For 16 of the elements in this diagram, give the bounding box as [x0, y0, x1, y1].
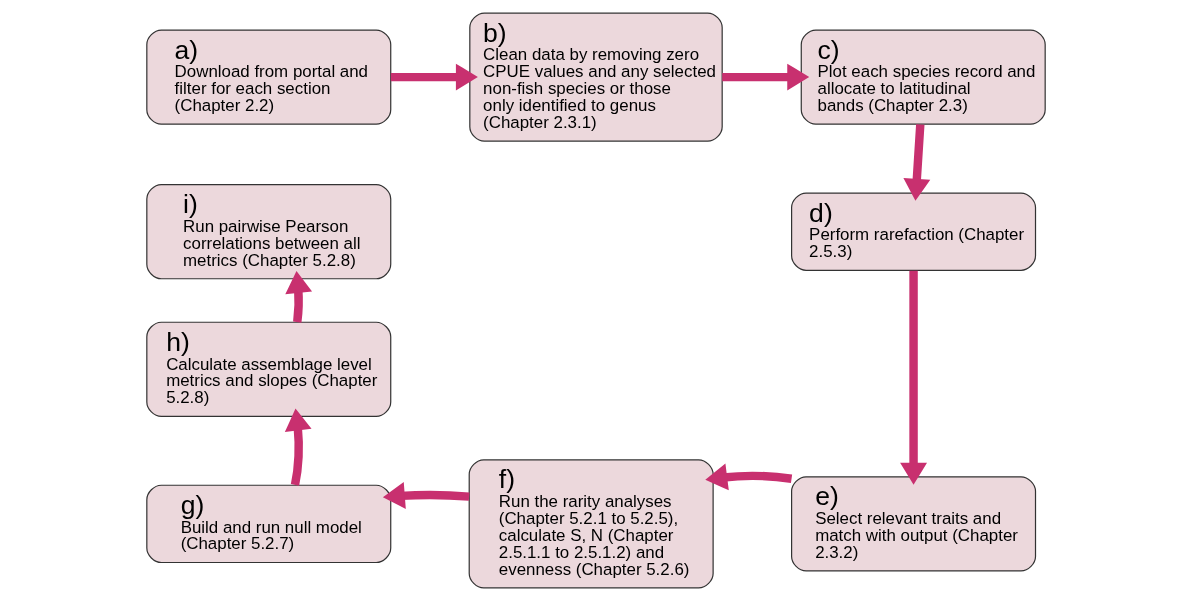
arrow	[722, 63, 810, 91]
node-box: c) Plot each species record and allocate to latitudinal bands (Chapter 2.3)	[800, 29, 1046, 125]
arrow	[390, 63, 478, 91]
node-box: d) Perform rarefaction (Chapter 2.5.3)	[791, 192, 1037, 271]
arrow	[705, 463, 793, 491]
arrow	[284, 408, 312, 486]
arrow	[903, 124, 931, 201]
arrow	[900, 270, 928, 485]
node-box: b) Clean data by removing zero CPUE values and any selected non-fish species or those only identified to genus (Chapter 2.3.1)	[469, 12, 723, 142]
node-box: a) Download from portal and filter for each section (Chapter 2.2)	[146, 29, 392, 125]
node-box: e) Select relevant traits and match with output (Chapter 2.3.2)	[791, 476, 1037, 572]
node-box: f) Run the rarity analyses (Chapter 5.2.1 to 5.2.5), calculate S, N (Chapter 2.5.1.1 to 2.5.1.2) and evenness (Chapter 5.2.6)	[468, 459, 714, 589]
arrow	[382, 482, 470, 509]
node-box: g) Build and run null model (Chapter 5.2.7)	[146, 484, 392, 564]
node-box: h) Calculate assemblage level metrics and slopes (Chapter 5.2.8)	[146, 321, 392, 417]
node-box: i) Run pairwise Pearson correlations between all metrics (Chapter 5.2.8)	[146, 184, 392, 280]
